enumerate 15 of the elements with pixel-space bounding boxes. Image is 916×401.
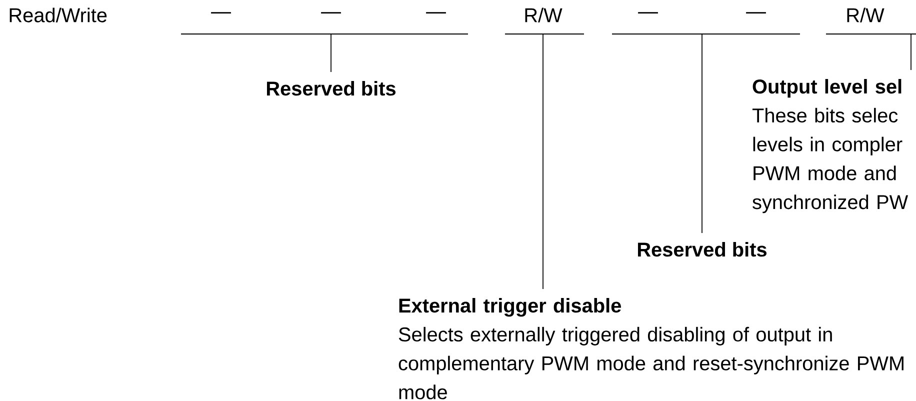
description-text: Reserved bits — [267, 81, 396, 96]
bit-value-label: R/W — [847, 8, 884, 22]
bit-value-label: — — [211, 12, 231, 14]
leader-line — [330, 34, 332, 72]
description-text: External trigger disable Selects externally triggered disabling of output in complementary PWM mode and reset-synchronize PWM mode — [398, 298, 904, 400]
description-text: Reserved bits — [638, 242, 766, 257]
description-text: Output level sel These bits selec levels in compler PWM mode and synchronized PW — [752, 79, 908, 214]
bit-value-label: — — [321, 12, 341, 14]
bit-value-label: — — [746, 12, 766, 14]
leader-line — [910, 34, 912, 70]
bit-value-label: — — [638, 12, 658, 14]
access-label: Read/Write — [10, 8, 107, 22]
leader-line — [542, 34, 544, 290]
bit-value-label: R/W — [525, 8, 562, 22]
bit-value-label: — — [426, 12, 446, 14]
